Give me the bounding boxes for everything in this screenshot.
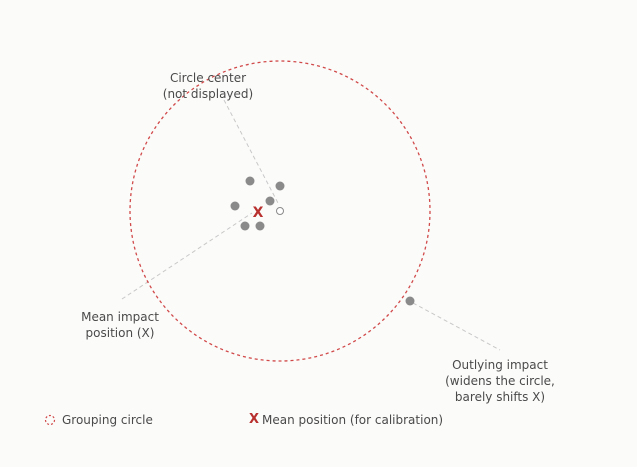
circle-center-marker [276, 207, 284, 215]
impact-point [255, 221, 265, 231]
outlier-annotation: Outlying impact (widens the circle, bare… [445, 358, 555, 404]
grouping-circle [129, 60, 431, 362]
leader-line-mean [121, 212, 253, 300]
legend-grouping-circle: Grouping circle [44, 412, 153, 428]
mean-position-marker: X [253, 205, 264, 221]
impact-point [240, 221, 250, 231]
impact-point [245, 176, 255, 186]
leader-line-center [223, 99, 279, 204]
x-mark-icon: X [249, 412, 260, 427]
legend-mean-position: X Mean position (for calibration) [249, 412, 443, 428]
impact-point [230, 201, 240, 211]
mean-impact-annotation: Mean impact position (X) [81, 310, 159, 340]
impact-point [275, 181, 285, 191]
legend-grouping-circle-label: Grouping circle [62, 413, 153, 427]
dashed-circle-icon [44, 414, 56, 426]
legend-mean-position-label: Mean position (for calibration) [262, 413, 444, 427]
circle-center-annotation: Circle center (not displayed) [162, 71, 254, 101]
leader-line-outlier [412, 302, 501, 351]
impact-point [265, 196, 275, 206]
outlier-impact-point [405, 296, 415, 306]
